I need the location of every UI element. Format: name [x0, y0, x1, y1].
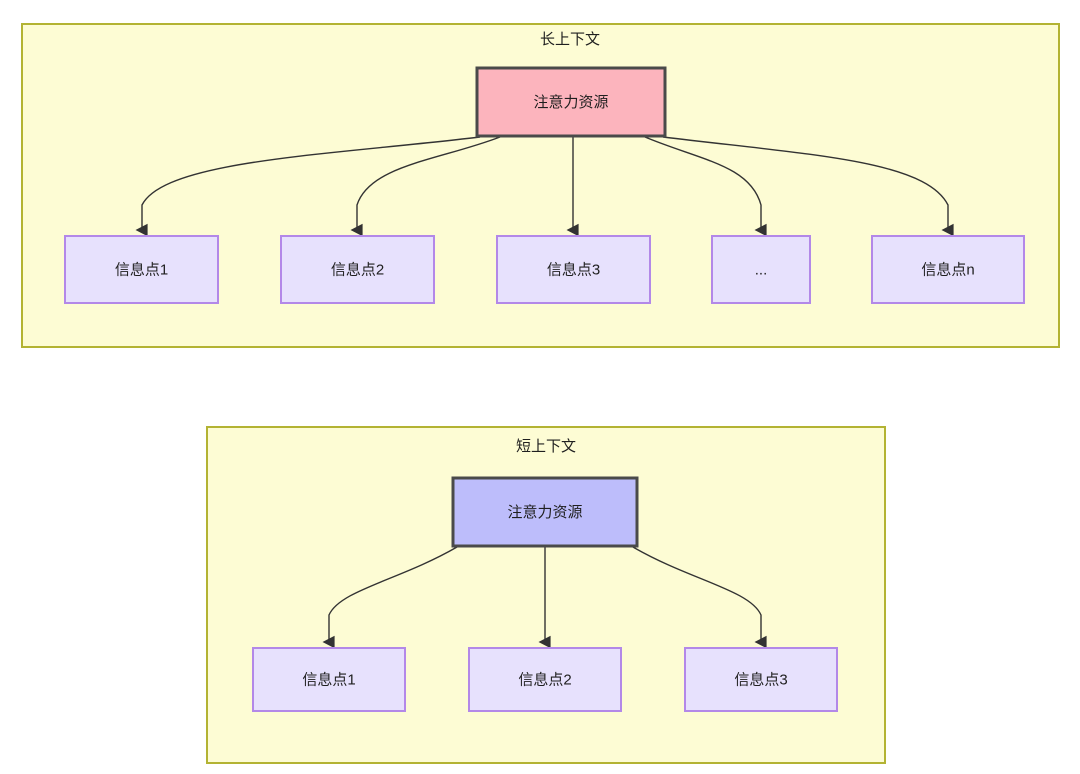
- info-node-box-info-ellipsis[interactable]: [711, 235, 811, 304]
- info-node-short-info-3[interactable]: 信息点3: [684, 647, 838, 712]
- info-node-label-info-3: 信息点3: [547, 261, 600, 278]
- info-node-label-short-info-1: 信息点1: [302, 671, 355, 688]
- edge-layer: [142, 136, 948, 642]
- attention-node-attention-long[interactable]: 注意力资源: [475, 66, 667, 138]
- attention-node-box-attention-long[interactable]: [475, 66, 667, 138]
- info-node-label-info-2: 信息点2: [331, 261, 384, 278]
- info-node-box-info-n[interactable]: [871, 235, 1025, 304]
- info-node-box-short-info-3[interactable]: [684, 647, 838, 712]
- info-node-box-info-3[interactable]: [496, 235, 651, 304]
- info-node-label-short-info-2: 信息点2: [518, 671, 571, 688]
- attention-node-label-attention-short: 注意力资源: [507, 503, 582, 521]
- info-node-short-info-2[interactable]: 信息点2: [468, 647, 622, 712]
- info-node-label-info-n: 信息点n: [921, 261, 974, 278]
- edge-attention-long-to-info-1: [142, 136, 481, 230]
- info-node-info-2[interactable]: 信息点2: [280, 235, 435, 304]
- info-node-info-n[interactable]: 信息点n: [871, 235, 1025, 304]
- edge-attention-short-to-short-info-3: [632, 546, 761, 642]
- info-node-box-short-info-2[interactable]: [468, 647, 622, 712]
- info-node-box-info-2[interactable]: [280, 235, 435, 304]
- attention-node-box-attention-short[interactable]: [451, 476, 639, 548]
- info-node-info-3[interactable]: 信息点3: [496, 235, 651, 304]
- info-node-label-short-info-3: 信息点3: [734, 671, 787, 688]
- info-node-label-info-1: 信息点1: [115, 261, 168, 278]
- group-title-short-context: 短上下文: [516, 438, 576, 455]
- info-node-short-info-1[interactable]: 信息点1: [252, 647, 406, 712]
- info-node-box-short-info-1[interactable]: [252, 647, 406, 712]
- edge-attention-long-to-info-ellipsis: [644, 136, 761, 230]
- info-node-box-info-1[interactable]: [64, 235, 219, 304]
- edge-attention-long-to-info-2: [357, 136, 501, 230]
- info-node-info-ellipsis[interactable]: ...: [711, 235, 811, 304]
- edge-attention-short-to-short-info-1: [329, 546, 458, 642]
- attention-node-attention-short[interactable]: 注意力资源: [451, 476, 639, 548]
- edge-attention-long-to-info-n: [662, 136, 948, 230]
- info-node-info-1[interactable]: 信息点1: [64, 235, 219, 304]
- group-title-long-context: 长上下文: [540, 31, 600, 48]
- info-node-label-info-ellipsis: ...: [755, 261, 768, 278]
- attention-node-label-attention-long: 注意力资源: [533, 93, 608, 111]
